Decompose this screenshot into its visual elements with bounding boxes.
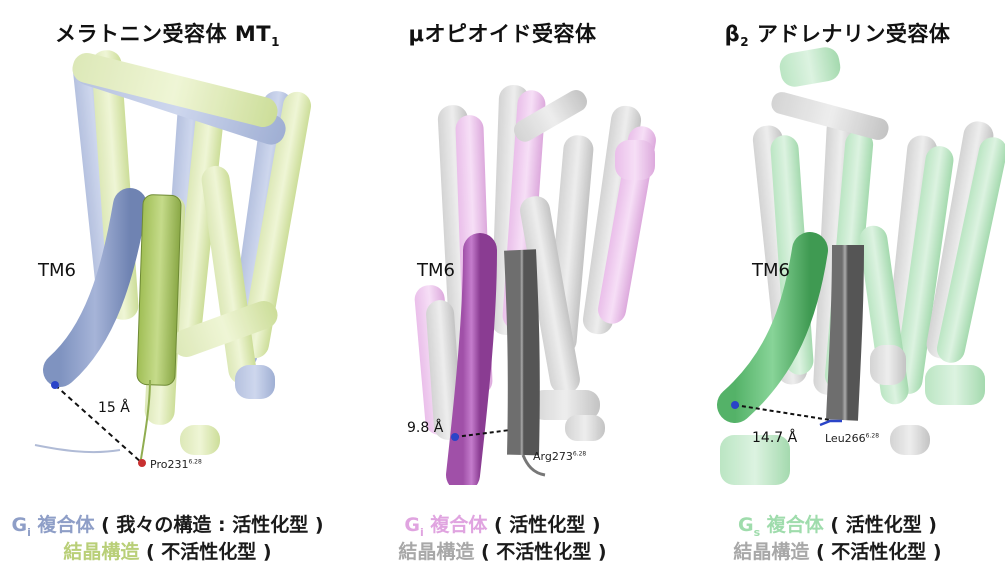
residue-superscript: 6.28 [572, 450, 587, 458]
tm6-label: TM6 [417, 260, 455, 281]
residue-superscript: 6.28 [865, 432, 880, 440]
caption-rest: ( 不活性化型 ) [809, 541, 942, 563]
title-text: β [724, 22, 741, 46]
tm6-label: TM6 [752, 260, 790, 281]
caption-colored-label: 結晶構造 [63, 541, 140, 563]
caption-colored-label: Gi 複合体 [404, 514, 488, 539]
caption-colored-label: Gi 複合体 [11, 514, 95, 539]
title-rest: アドレナリン受容体 [749, 22, 951, 46]
residue-text: Arg273 [533, 450, 573, 463]
caption-line-1: Gi 複合体 ( 活性化型 ) [335, 510, 670, 539]
distance-label: 15 Å [98, 400, 130, 416]
panel-beta2-adrenergic: β2 アドレナリン受容体 [670, 0, 1005, 567]
caption-line-2: 結晶構造 ( 不活性化型 ) [0, 537, 335, 564]
caption-line-1: Gi 複合体 ( 我々の構造 : 活性化型 ) [0, 510, 335, 539]
caption-line-2: 結晶構造 ( 不活性化型 ) [335, 537, 670, 564]
residue-text: Leu266 [825, 432, 866, 445]
residue-label: Arg2736.28 [533, 450, 586, 463]
panel-title: μオピオイド受容体 [408, 22, 597, 46]
residue-text: Pro231 [150, 458, 189, 471]
caption-line-2: 結晶構造 ( 不活性化型 ) [670, 537, 1005, 564]
caption-line-1: Gs 複合体 ( 活性化型 ) [670, 510, 1005, 539]
tm6-label: TM6 [38, 260, 76, 281]
caption-rest: ( 我々の構造 : 活性化型 ) [94, 514, 324, 536]
caption-rest: ( 活性化型 ) [487, 514, 601, 536]
beta2-structure-illustration [717, 47, 1005, 485]
residue-superscript: 6.28 [188, 458, 202, 466]
residue-label: Leu2666.28 [825, 432, 879, 445]
panel-title: メラトニン受容体 MT1 [0, 18, 335, 49]
title-text: メラトニン受容体 MT [55, 22, 272, 46]
caption-rest: ( 活性化型 ) [823, 514, 937, 536]
caption-colored-label: 結晶構造 [733, 541, 810, 563]
residue-label: Pro2316.28 [150, 458, 202, 471]
caption-colored-label: 結晶構造 [398, 541, 475, 563]
distance-label: 14.7 Å [752, 430, 798, 446]
caption-rest: ( 不活性化型 ) [474, 541, 607, 563]
title-subscript: 2 [740, 35, 750, 50]
mu-opioid-structure-illustration [414, 85, 656, 485]
caption-rest: ( 不活性化型 ) [139, 541, 272, 563]
mt1-structure-illustration [34, 50, 312, 467]
title-subscript: 1 [271, 35, 280, 50]
distance-label: 9.8 Å [407, 420, 444, 436]
panel-mu-opioid: μオピオイド受容体 [335, 0, 670, 567]
panel-mt1: メラトニン受容体 MT1 [0, 0, 335, 567]
panel-title: β2 アドレナリン受容体 [670, 18, 1005, 49]
caption-colored-label: Gs 複合体 [737, 514, 824, 539]
